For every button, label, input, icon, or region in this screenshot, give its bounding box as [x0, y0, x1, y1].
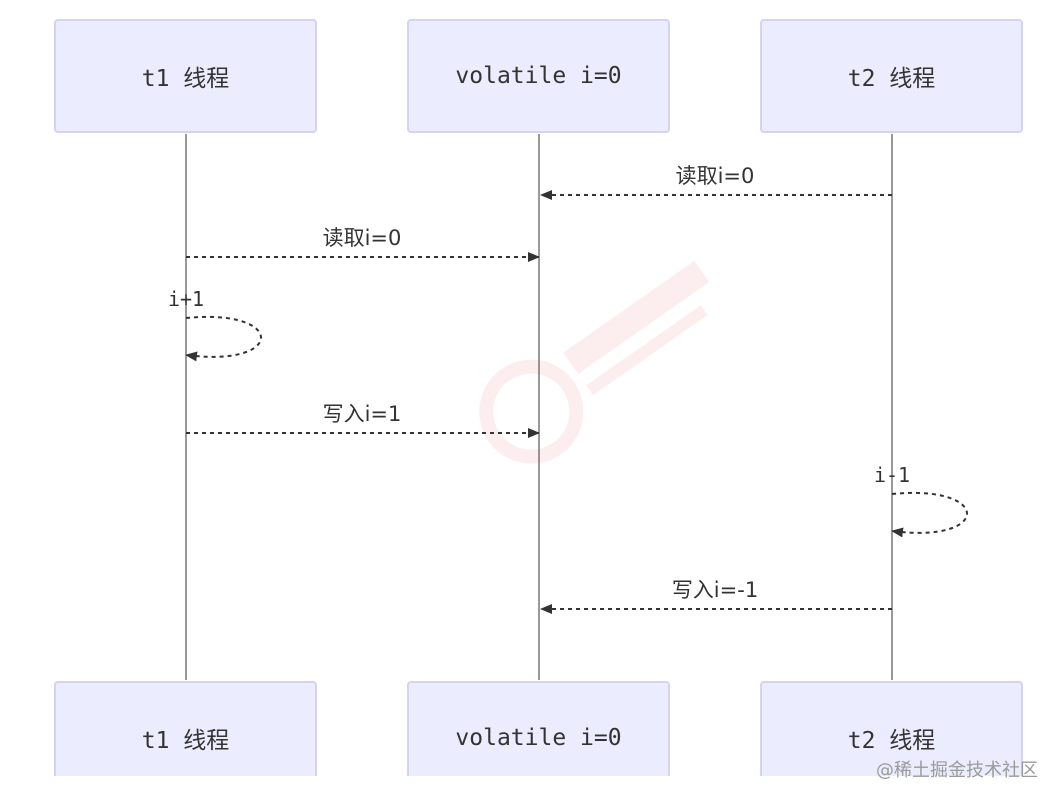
message-label-2: 读取i=0: [322, 226, 402, 250]
actor-label: t2 线程: [847, 728, 936, 754]
message-label-4: 写入i=1: [322, 402, 402, 426]
message-label-3: i+1: [167, 287, 205, 311]
arrow-msg-3-self: [185, 315, 262, 362]
message-label-6: 写入i=-1: [671, 578, 759, 602]
message-label-1: 读取i=0: [675, 164, 755, 188]
watermark: @稀土掘金技术社区: [876, 760, 1038, 781]
actor-volatile-top: volatile i=0: [407, 19, 670, 133]
actor-label: t1 线程: [141, 728, 230, 754]
message-label-5: i-1: [873, 463, 911, 487]
arrow-msg-5-self: [891, 491, 968, 538]
bottom-margin: [0, 776, 1060, 802]
actor-t2-top: t2 线程: [760, 19, 1023, 133]
actor-label: volatile i=0: [455, 725, 622, 751]
actor-label: t2 线程: [847, 66, 936, 92]
actor-t1-top: t1 线程: [54, 19, 317, 133]
actor-label: volatile i=0: [455, 63, 622, 89]
actor-label: t1 线程: [141, 66, 230, 92]
